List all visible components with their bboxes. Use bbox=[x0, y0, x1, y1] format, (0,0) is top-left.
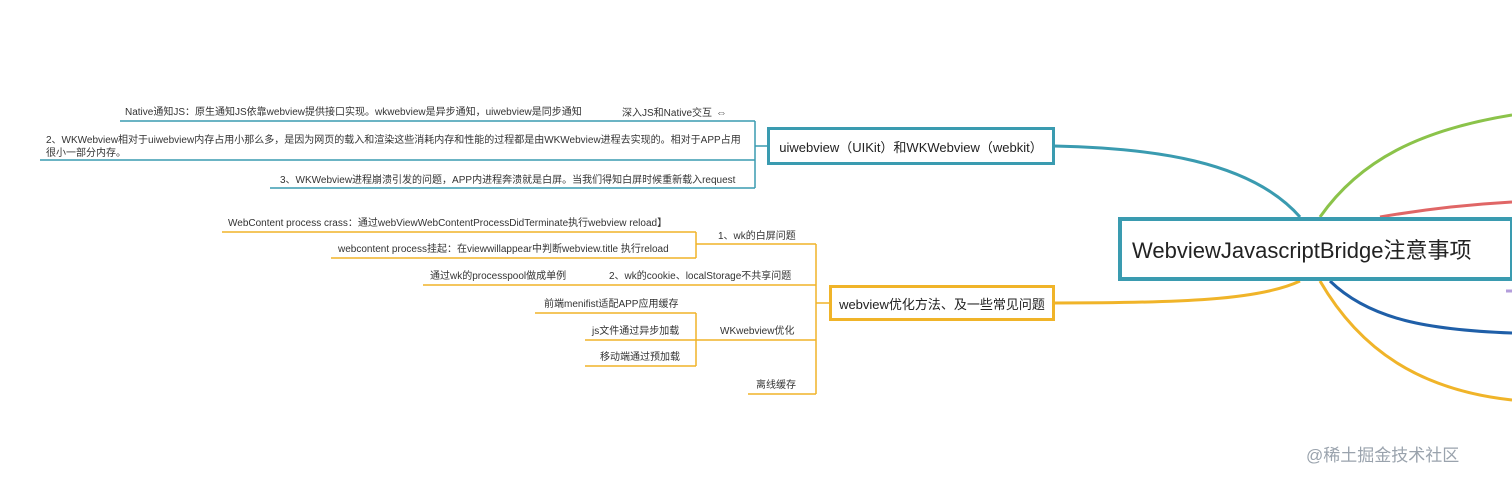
cookie-item[interactable]: 通过wk的processpool做成单例 bbox=[430, 271, 567, 282]
offline-cache-node[interactable]: 离线缓存 bbox=[756, 380, 796, 391]
wk-optimize-item[interactable]: js文件通过异步加载 bbox=[592, 326, 680, 337]
branch-green-curve bbox=[1318, 113, 1512, 218]
link-icon[interactable]: ⇔ bbox=[716, 107, 728, 119]
optimize-topic-label: webview优化方法、及一些常见问题 bbox=[839, 296, 1045, 312]
wkopt-bracket bbox=[695, 313, 706, 366]
optimize-topic[interactable]: webview优化方法、及一些常见问题 bbox=[829, 285, 1055, 321]
watermark: @稀土掘金技术社区 bbox=[1306, 446, 1460, 465]
native-notify-node[interactable]: Native通知JS：原生通知JS依靠webview提供接口实现。wkwebvi… bbox=[125, 107, 582, 118]
uiwebview-curve bbox=[1053, 144, 1302, 218]
root-topic-label: WebviewJavascriptBridge注意事项 bbox=[1132, 238, 1472, 263]
branch-orange-curve-right bbox=[1318, 280, 1512, 402]
white-screen-node[interactable]: 1、wk的白屏问题 bbox=[718, 231, 796, 242]
optimize-curve bbox=[1053, 279, 1301, 305]
uiwebview-bracket bbox=[754, 121, 767, 188]
wk-optimize-item[interactable]: 前端menifist适配APP应用缓存 bbox=[544, 299, 679, 310]
deep-js-native-label: 深入JS和Native交互 bbox=[622, 108, 713, 119]
crash-note-node[interactable]: 3、WKWebview进程崩溃引发的问题，APP内进程奔溃就是白屏。当我们得知白… bbox=[280, 175, 736, 186]
uiwebview-topic[interactable]: uiwebview（UIKit）和WKWebview（webkit） bbox=[767, 127, 1055, 165]
cookie-node[interactable]: 2、wk的cookie、localStorage不共享问题 bbox=[609, 271, 792, 282]
memory-note-node[interactable]: 2、WKWebview相对于uiwebview内存占用小那么多，是因为网页的载入… bbox=[46, 135, 741, 159]
white-screen-bracket bbox=[695, 232, 706, 258]
optimize-bracket bbox=[815, 244, 829, 394]
root-topic[interactable]: WebviewJavascriptBridge注意事项 bbox=[1118, 217, 1512, 281]
wk-optimize-item[interactable]: 移动端通过预加载 bbox=[600, 352, 680, 363]
white-screen-item[interactable]: WebContent process crass：通过webViewWebCon… bbox=[228, 218, 668, 229]
deep-js-native-node[interactable]: 深入JS和Native交互⇔ bbox=[622, 107, 727, 120]
branch-blue-curve bbox=[1328, 279, 1512, 335]
white-screen-item[interactable]: webcontent process挂起：在viewwillappear中判断w… bbox=[338, 244, 669, 255]
wk-optimize-node[interactable]: WKwebview优化 bbox=[720, 326, 795, 337]
uiwebview-topic-label: uiwebview（UIKit）和WKWebview（webkit） bbox=[779, 139, 1043, 155]
branch-red-curve bbox=[1379, 200, 1512, 219]
